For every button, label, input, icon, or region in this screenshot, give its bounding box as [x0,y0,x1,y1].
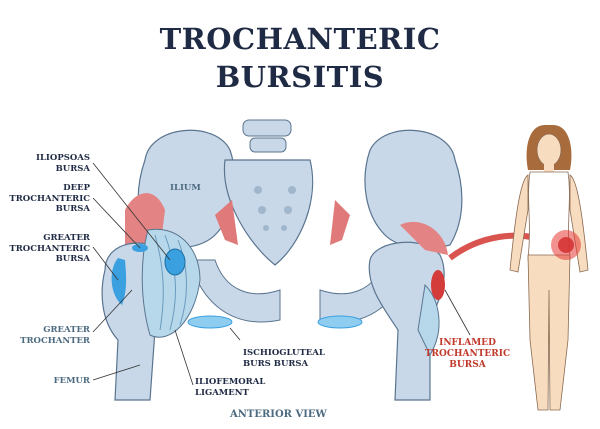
label-line: ISCHIOGLUTEAL [243,348,325,358]
label-line: GREATER [43,325,90,335]
label-line: ILIOFEMORAL [195,377,266,387]
sacrum [223,159,314,266]
right-ilium [364,129,463,249]
muscle [215,200,238,245]
label-anterior-view: ANTERIOR VIEW [230,409,327,420]
label-inflamed-trochanteric-bursa: INFLAMED TROCHANTERIC BURSA [420,338,515,371]
label-deep-trochanteric-bursa: DEEP TROCHANTERIC BURSA [0,183,90,215]
iliofemoral-ligament [141,228,201,338]
label-line: BURSA [55,254,90,264]
label-ilium: ILIUM [170,183,201,193]
left-ischium [189,259,281,323]
label-line: BURSA [449,360,486,370]
title-line-2: BURSITIS [215,60,385,94]
vertebra [249,137,287,153]
label-greater-trochanteric-bursa: GREATER TROCHANTERIC BURSA [0,233,90,265]
label-line: TROCHANTER [20,335,90,346]
left-ischiogluteal-bursa [187,315,233,329]
label-line: BURS BURSA [243,358,309,369]
label-line: TROCHANTERIC [9,243,90,254]
woman-figure [509,125,589,411]
label-line: ILIOPSOAS [35,153,90,163]
label-line: TROCHANTERIC [9,193,90,204]
label-line: TROCHANTERIC [424,349,511,359]
label-ischiogluteal-bursa: ISCHIOGLUTEAL BURS BURSA [243,348,325,369]
right-gluteal-muscle [400,221,448,255]
right-ischiogluteal-bursa [317,315,363,329]
inflamed-bursa [431,270,445,300]
label-iliofemoral-ligament: ILIOFEMORAL LIGAMENT [195,377,265,398]
label-line: LIGAMENT [195,387,249,398]
title-line-1: TROCHANTERIC [159,22,441,56]
label-line: BURSA [55,204,90,214]
label-greater-trochanter: GREATER TROCHANTER [0,325,90,346]
right-tendon [417,283,440,357]
label-line: BURSA [55,163,90,174]
label-line: GREATER [43,233,90,243]
label-line: INFLAMED [439,338,496,348]
label-iliopsoas-bursa: ILIOPSOAS BURSA [0,153,90,174]
label-femur: FEMUR [53,376,90,386]
greater-trochanteric-bursa-left [111,258,127,305]
label-line: DEEP [63,183,90,193]
iliopsoas-bursa-left [164,248,186,276]
vertebra [242,119,292,137]
muscle [330,200,350,245]
